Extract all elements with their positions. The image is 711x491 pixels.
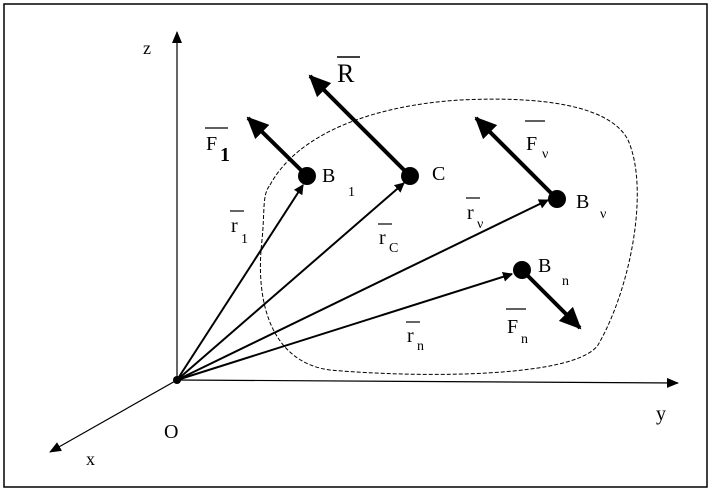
point-bv-label: B	[576, 191, 589, 213]
radius-n-subscript: n	[417, 339, 424, 354]
x-axis-label: x	[86, 449, 95, 469]
radius-vector-1	[176, 184, 304, 381]
force-1-label: F	[206, 133, 217, 155]
point-bn	[513, 261, 531, 279]
force-1-subscript: 1	[220, 144, 230, 166]
point-bv-subscript: ν	[600, 207, 606, 222]
point-bn-label: B	[538, 255, 551, 277]
y-axis	[176, 377, 679, 388]
radius-v-label: r	[467, 202, 474, 224]
force-vector-n	[520, 268, 582, 330]
origin-label: O	[164, 421, 178, 443]
point-bv	[548, 190, 566, 208]
force-n-subscript: n	[521, 332, 528, 347]
point-b1-subscript: 1	[348, 185, 355, 200]
force-vector-v	[474, 116, 559, 201]
radius-n-label: r	[407, 325, 414, 347]
radius-vector-v	[176, 199, 549, 381]
point-b1-label: B	[322, 165, 335, 187]
radius-1-subscript: 1	[241, 232, 248, 247]
force-vector-1	[246, 116, 309, 178]
origin-point	[173, 376, 181, 384]
body-outline	[259, 98, 638, 375]
point-c-label: C	[432, 163, 445, 185]
radius-c-subscript: C	[389, 241, 398, 256]
y-axis-label: y	[656, 403, 666, 425]
point-c	[401, 167, 419, 185]
radius-1-label: r	[231, 215, 238, 237]
radius-v-subscript: ν	[477, 217, 483, 232]
force-n-label: F	[507, 316, 518, 338]
radius-vector-c	[176, 182, 405, 381]
frame-border	[3, 3, 708, 488]
force-v-subscript: ν	[542, 147, 548, 162]
resultant-label: R	[337, 59, 355, 88]
point-bn-subscript: n	[562, 274, 569, 289]
radius-vector-n	[176, 271, 513, 381]
resultant-vector	[308, 74, 412, 178]
force-v-label: F	[526, 133, 537, 155]
radius-c-label: r	[379, 227, 386, 249]
x-axis	[49, 379, 178, 453]
z-axis-label: z	[143, 38, 151, 58]
point-b1	[298, 167, 316, 185]
